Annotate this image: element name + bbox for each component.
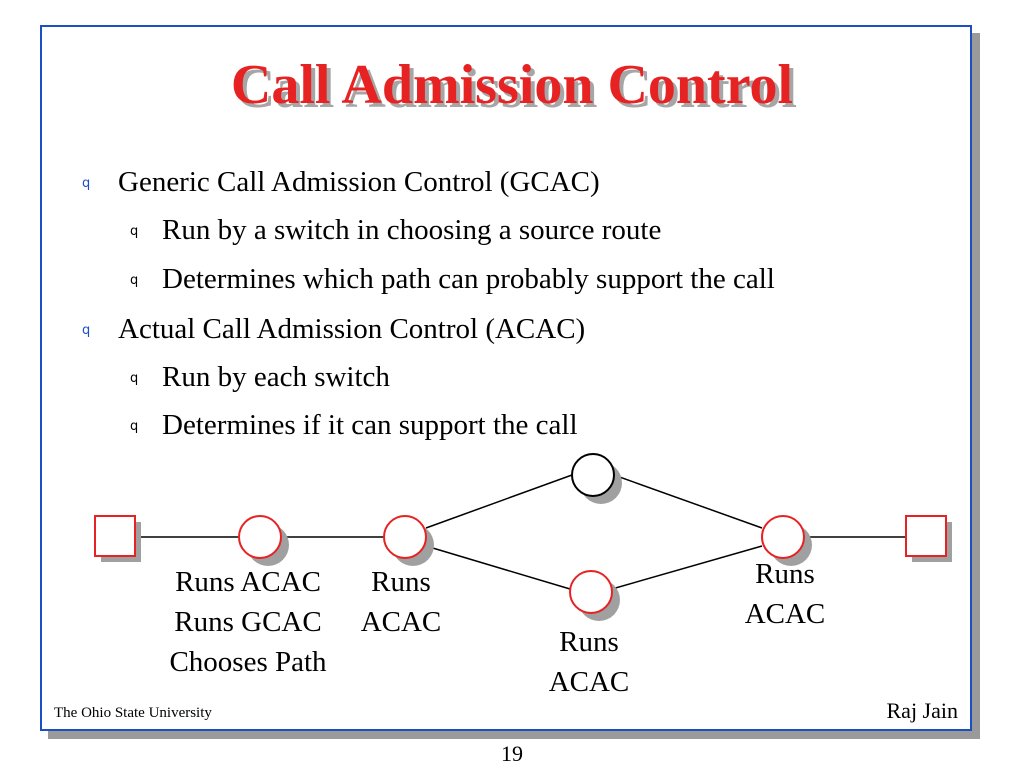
bullet-text: Determines if it can support the call	[162, 409, 578, 441]
label-line: ACAC	[360, 606, 442, 638]
lower-switch	[569, 570, 613, 614]
label-line: Runs	[559, 626, 619, 658]
bullet-marker-icon: q	[130, 371, 139, 386]
slide-title: Call Admission Control	[230, 54, 794, 116]
link-top-node-to-switch3	[613, 474, 763, 529]
links	[136, 474, 905, 590]
label-line: Runs	[371, 566, 431, 598]
label-line: Runs ACAC	[175, 566, 321, 598]
sub-bullet-determines-path: q Determines which path can probably sup…	[130, 262, 775, 296]
label-lower-switch: Runs ACAC	[534, 622, 644, 702]
switch-1	[238, 515, 282, 559]
link-lower-node-to-switch3	[611, 545, 763, 590]
label-line: Runs GCAC	[174, 606, 322, 638]
sub-bullet-determines-support: q Determines if it can support the call	[130, 408, 578, 442]
bullet-text: Run by a switch in choosing a source rou…	[162, 214, 662, 246]
bullet-gcac: q Generic Call Admission Control (GCAC)	[82, 165, 600, 199]
label-first-switch: Runs ACAC Runs GCAC Chooses Path	[148, 562, 348, 682]
label-line: ACAC	[744, 598, 826, 630]
slide-frame	[40, 25, 972, 731]
switch-2	[383, 515, 427, 559]
bullet-marker-icon: q	[130, 419, 139, 434]
bullet-marker-icon: q	[82, 323, 91, 338]
label-line: Chooses Path	[169, 646, 327, 678]
label-second-switch: Runs ACAC	[346, 562, 456, 642]
destination-end-system	[905, 515, 947, 557]
sub-bullet-run-by-switch: q Run by a switch in choosing a source r…	[130, 213, 662, 247]
bullet-text: Run by each switch	[162, 361, 390, 393]
switch-3	[761, 515, 805, 559]
bullet-acac: q Actual Call Admission Control (ACAC)	[82, 312, 586, 346]
label-line: ACAC	[548, 666, 630, 698]
link-switch2-to-lower-node	[425, 545, 571, 590]
source-end-system	[94, 515, 136, 557]
bullet-text: Determines which path can probably suppo…	[162, 263, 775, 295]
bullet-marker-icon: q	[130, 273, 139, 288]
footer-author: Raj Jain	[886, 698, 959, 723]
page-number: 19	[501, 741, 523, 766]
bullet-marker-icon: q	[130, 224, 139, 239]
label-line: Runs	[755, 558, 815, 590]
footer-institution: The Ohio State University	[54, 705, 212, 721]
top-node	[571, 453, 615, 497]
label-last-switch: Runs ACAC	[730, 554, 840, 634]
sub-bullet-run-by-each-switch: q Run by each switch	[130, 360, 390, 394]
bullet-text: Generic Call Admission Control (GCAC)	[118, 166, 600, 198]
bullet-marker-icon: q	[82, 176, 91, 191]
bullet-text: Actual Call Admission Control (ACAC)	[118, 313, 586, 345]
link-switch2-to-top-node	[425, 474, 573, 529]
